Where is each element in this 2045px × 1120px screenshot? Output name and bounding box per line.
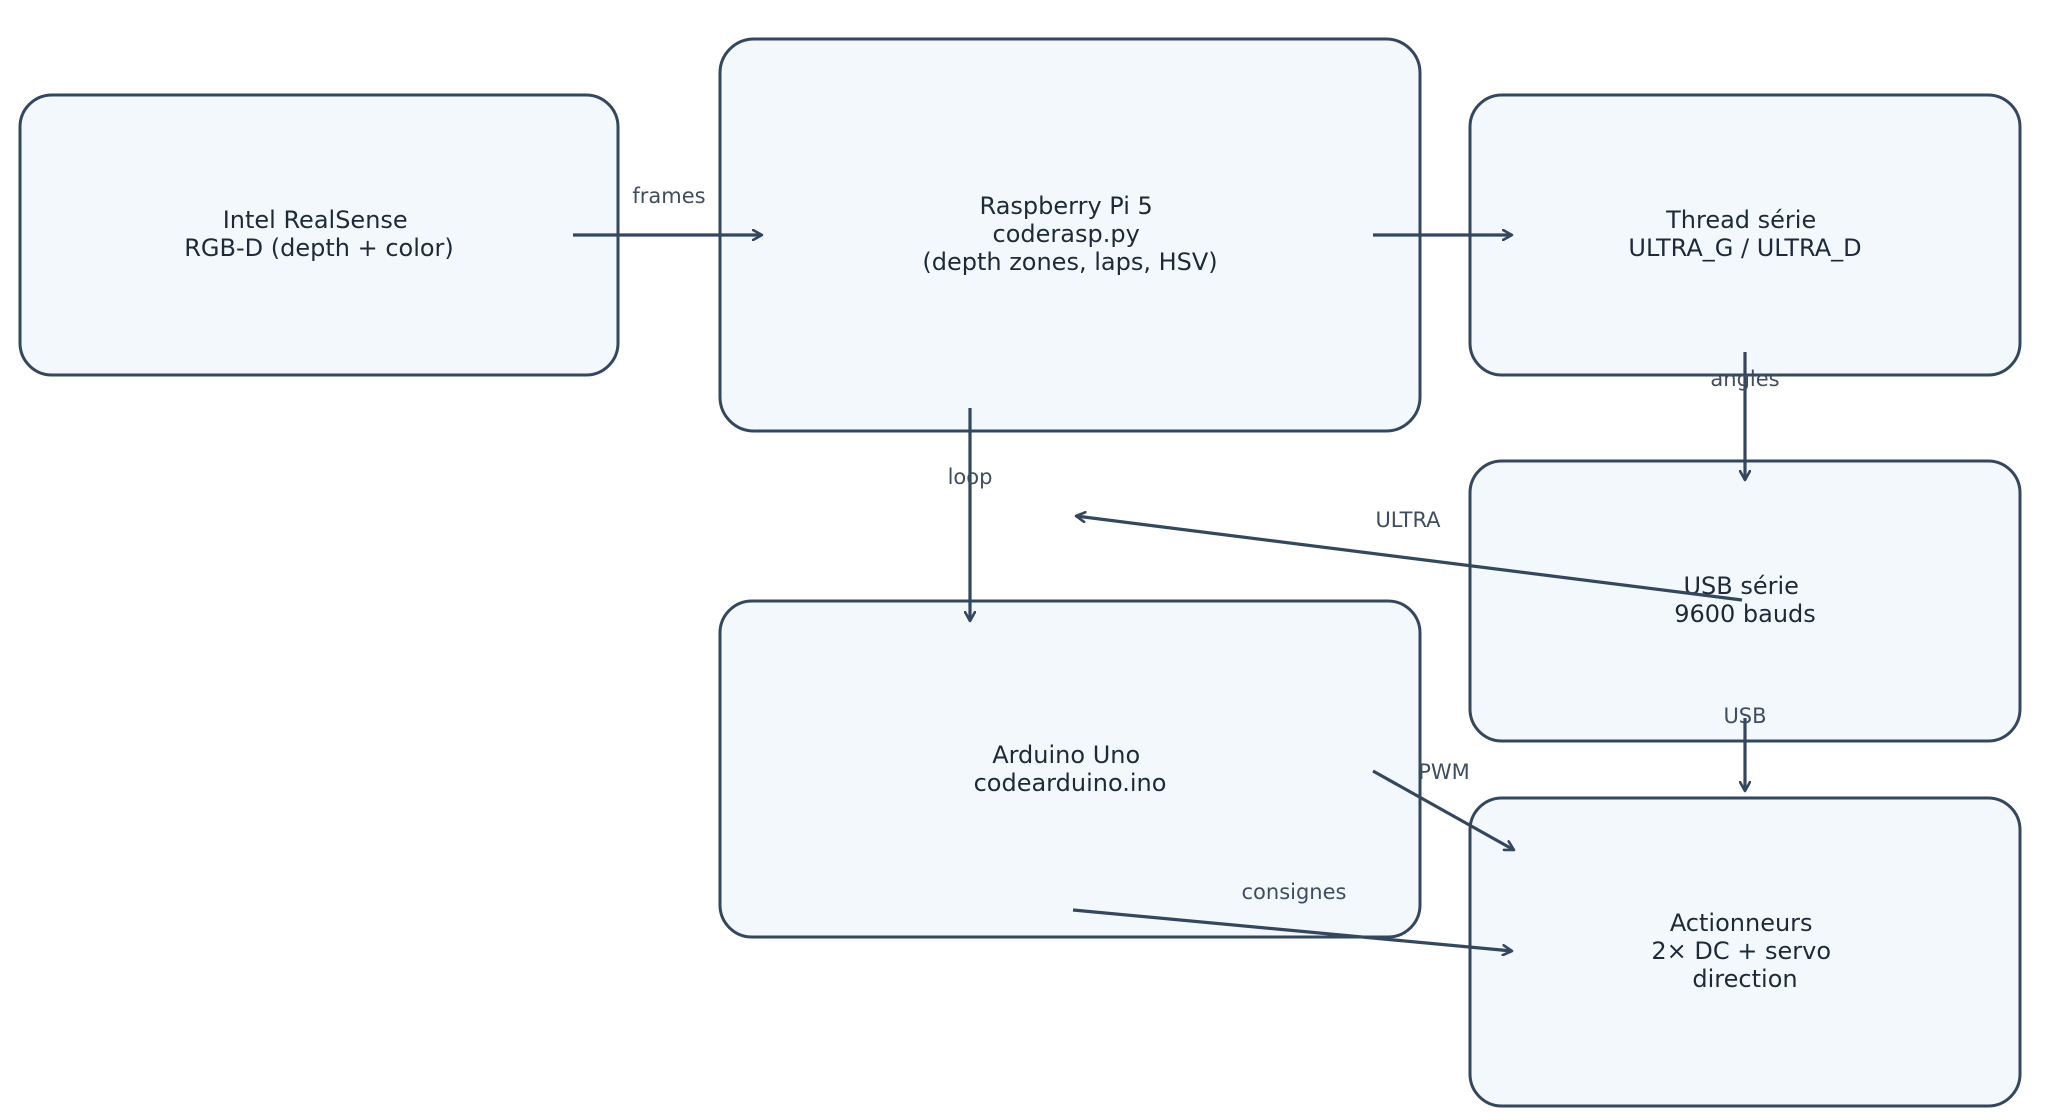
node-thread-serie-line-2: ULTRA_G / ULTRA_D: [1628, 234, 1861, 262]
node-raspberry-pi-line-2: coderasp.py: [993, 220, 1140, 248]
edge-consignes-label: consignes: [1242, 880, 1347, 904]
edge-pwm-arrow: [1372, 769, 1514, 852]
node-usb-serie-label: USB série 9600 bauds: [1674, 572, 1816, 628]
edge-angles: angles: [1710, 352, 1780, 480]
edge-ultra: ULTRA: [1076, 508, 1743, 602]
edge-frames-label: frames: [632, 184, 705, 208]
node-arduino-uno-line-2: codearduino.ino: [974, 769, 1167, 797]
edge-loop-label: loop: [948, 465, 993, 489]
node-raspberry-pi-line-1: Raspberry Pi 5: [980, 192, 1153, 220]
edge-ultra-label: ULTRA: [1375, 508, 1441, 532]
node-actionneurs-box: [1468, 796, 2022, 1108]
edge-angles-label: angles: [1710, 367, 1779, 391]
edge-usb-to-actuators: USB: [1723, 704, 1767, 791]
node-thread-serie-line-1: Thread série: [1665, 206, 1816, 234]
node-usb-serie: USB série 9600 bauds: [1468, 459, 2022, 743]
node-raspberry-pi-line-3: (depth zones, laps, HSV): [922, 248, 1217, 276]
node-raspberry-pi-label: Raspberry Pi 5 coderasp.py (depth zones,…: [922, 192, 1217, 276]
edge-loop: loop: [948, 408, 993, 621]
edge-ultra-arrow: [1076, 516, 1743, 602]
node-arduino-uno: Arduino Uno codearduino.ino: [718, 599, 1422, 939]
node-actionneurs-line-1: Actionneurs: [1670, 909, 1813, 937]
edge-frames: frames: [573, 184, 762, 235]
edge-pwm-label: PWM: [1418, 760, 1470, 784]
node-actionneurs-label: Actionneurs 2× DC + servo direction: [1651, 909, 1838, 993]
node-intel-realsense-label: Intel RealSense RGB-D (depth + color): [184, 206, 454, 262]
node-arduino-uno-line-1: Arduino Uno: [992, 741, 1140, 769]
node-usb-serie-line-2: 9600 bauds: [1674, 600, 1816, 628]
node-intel-realsense-line-1: Intel RealSense: [223, 206, 408, 234]
node-actionneurs: Actionneurs 2× DC + servo direction: [1468, 796, 2022, 1108]
node-raspberry-pi: Raspberry Pi 5 coderasp.py (depth zones,…: [718, 37, 1422, 433]
edge-consignes: consignes: [1072, 880, 1512, 951]
edge-usb-to-actuators-label: USB: [1723, 704, 1766, 728]
node-intel-realsense-line-2: RGB-D (depth + color): [184, 234, 454, 262]
edge-pwm: PWM: [1372, 760, 1514, 852]
node-arduino-uno-box: [718, 599, 1422, 939]
node-thread-serie-label: Thread série ULTRA_G / ULTRA_D: [1628, 206, 1861, 262]
node-arduino-uno-label: Arduino Uno codearduino.ino: [974, 741, 1167, 797]
node-actionneurs-line-3: direction: [1692, 965, 1797, 993]
edge-consignes-arrow: [1072, 908, 1512, 951]
node-actionneurs-line-2: 2× DC + servo: [1651, 937, 1831, 965]
node-intel-realsense: Intel RealSense RGB-D (depth + color): [18, 93, 620, 377]
node-thread-serie: Thread série ULTRA_G / ULTRA_D: [1468, 93, 2022, 377]
